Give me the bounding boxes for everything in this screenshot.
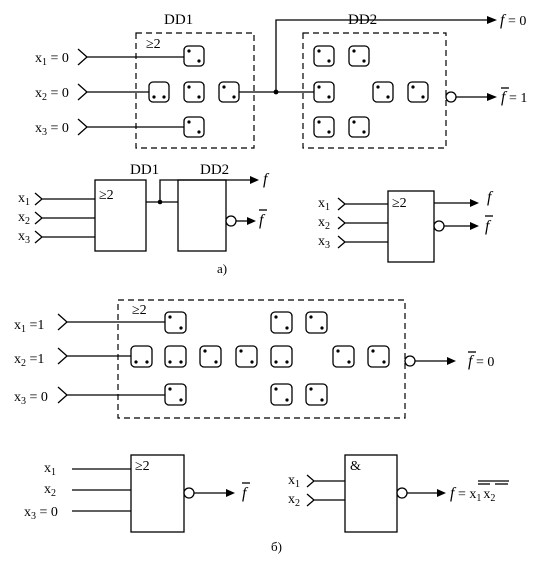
f-wire — [159, 179, 250, 202]
switch — [183, 45, 205, 67]
dd2-switches — [313, 45, 429, 138]
x3-label: x3 = 0 — [24, 505, 58, 522]
inversion-bubble — [433, 220, 445, 232]
x2-label: x2 = 0 — [35, 86, 69, 103]
fbar-output-label: f = 1 — [501, 89, 527, 106]
x3-label: x3 — [318, 234, 330, 251]
x3-input-wire — [77, 118, 184, 136]
part-a-simplified: DD1 DD2 ≥2 x1 x2 x3 f f — [18, 162, 270, 252]
x1-wire — [34, 192, 95, 206]
x1-label: x1 =1 — [14, 318, 44, 335]
f-label: f — [487, 189, 494, 206]
f-output-label: f = 0 — [500, 12, 526, 29]
dd1-switches — [148, 45, 240, 138]
x2-input-wire — [57, 347, 131, 365]
inversion-bubble — [445, 91, 457, 103]
gate-symbol: ≥2 — [99, 188, 114, 203]
dd1-gate-symbol: ≥2 — [146, 37, 161, 52]
x2-label: x2 — [18, 210, 30, 227]
x1-label: x1 — [18, 191, 30, 208]
x3-label: x3 = 0 — [35, 121, 69, 138]
arrow-icon — [470, 199, 479, 207]
arrow-icon — [437, 489, 446, 497]
nor-block — [130, 454, 185, 533]
x1-label: x1 — [288, 473, 300, 490]
x3-wire — [337, 235, 388, 249]
dd2-block — [177, 179, 227, 252]
inversion-bubble — [225, 215, 237, 227]
f-label: f — [263, 171, 270, 188]
x2-label: x2 — [44, 482, 56, 499]
part-a-single-gate: ≥2 x1 x2 x3 f f — [318, 189, 494, 263]
x2-wire — [34, 211, 95, 225]
x1-input-wire — [57, 313, 165, 331]
inversion-bubble — [396, 487, 408, 499]
x2-input-wire — [77, 83, 149, 101]
x3-label: x3 = 0 — [14, 390, 48, 407]
caption-b: б) — [271, 539, 282, 554]
x2-label: x2 — [318, 215, 330, 232]
fbar-label: f — [242, 485, 249, 502]
arrow-icon — [447, 357, 456, 365]
dd2-box — [302, 32, 447, 149]
x2-label: x2 — [288, 492, 300, 509]
x1-input-wire — [77, 48, 184, 66]
x3-wire — [34, 230, 95, 244]
dd2-label-small: DD2 — [200, 162, 229, 178]
f-output-wire — [275, 19, 487, 92]
x3-input-wire — [57, 386, 165, 404]
caption-a: а) — [217, 261, 227, 276]
x2-wire — [337, 216, 388, 230]
dd1-box — [135, 32, 255, 149]
switch — [218, 81, 240, 103]
gate-symbol: & — [350, 459, 361, 474]
part-b-detailed: ≥2 x1 =1 x2 =1 x3 = 0 — [14, 299, 494, 419]
x1-wire — [337, 197, 388, 211]
nor-dashed-box — [117, 299, 406, 419]
nand-block — [344, 454, 398, 533]
arrow-icon — [250, 176, 259, 184]
nor-block — [387, 190, 435, 263]
fbar-output-label: f = 0 — [468, 353, 494, 370]
switch — [183, 81, 205, 103]
part-b-left-gate: ≥2 x1 x2 x3 = 0 f — [24, 454, 250, 533]
gate-symbol: ≥2 — [135, 459, 150, 474]
arrow-icon — [470, 222, 479, 230]
fbar-label: f — [259, 212, 266, 229]
inversion-bubble — [183, 487, 195, 499]
arrow-icon — [247, 217, 256, 225]
gate-symbol: ≥2 — [132, 303, 147, 318]
switch — [183, 116, 205, 138]
arrow-icon — [226, 489, 235, 497]
x1-label: x1 — [318, 196, 330, 213]
part-b-switches — [130, 311, 390, 406]
dd1-label-small: DD1 — [130, 162, 159, 178]
arrow-icon — [487, 93, 497, 101]
gate-symbol: ≥2 — [392, 196, 407, 211]
dd1-label: DD1 — [164, 12, 193, 28]
fbar-label: f — [485, 218, 492, 235]
x1-wire — [306, 474, 345, 488]
switch — [148, 81, 170, 103]
part-a-detailed: DD1 ≥2 DD2 x1 = 0 x2 = 0 x3 = 0 — [35, 12, 527, 149]
inversion-bubble — [404, 355, 416, 367]
x1-label: x1 — [44, 461, 56, 478]
arrow-icon — [487, 16, 497, 24]
dd1-block — [94, 179, 147, 252]
x1-label: x1 = 0 — [35, 51, 69, 68]
x2-wire — [306, 493, 345, 507]
x3-label: x3 — [18, 229, 30, 246]
x2-label: x2 =1 — [14, 352, 44, 369]
